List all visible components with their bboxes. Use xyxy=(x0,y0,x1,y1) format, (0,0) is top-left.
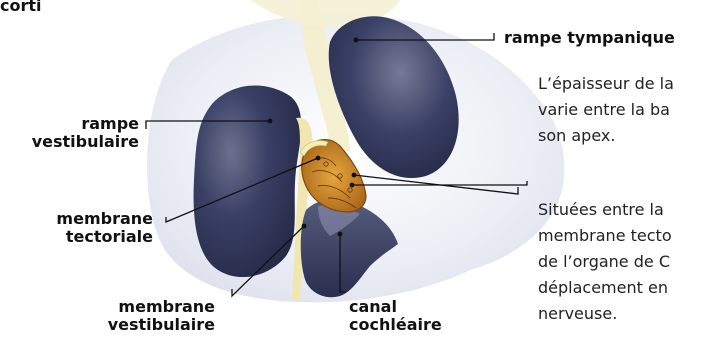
rampe-vestibulaire-chamber xyxy=(194,86,302,278)
label-membrane-tectoriale-line2: tectoriale xyxy=(66,228,153,246)
label-rampe-vestibulaire-line2: vestibulaire xyxy=(32,133,139,151)
label-canal-cochleaire-line1: canal xyxy=(349,298,397,316)
label-membrane-tectoriale-line1: membrane xyxy=(56,210,153,228)
desc-situees-line4: déplacement en xyxy=(538,276,668,300)
desc-situees-line1: Situées entre la xyxy=(538,198,664,222)
label-rampe-vestibulaire-line1: rampe xyxy=(81,115,139,133)
label-rampe-tympanique: rampe tympanique xyxy=(504,29,675,47)
desc-situees-line5: nerveuse. xyxy=(538,302,617,326)
label-corti: corti xyxy=(0,0,42,15)
label-canal-cochleaire-line2: cochléaire xyxy=(349,316,442,334)
label-membrane-vestibulaire-line1: membrane xyxy=(118,298,215,316)
desc-epaisseur-line2: varie entre la ba xyxy=(538,98,670,122)
desc-situees-line3: de l’organe de C xyxy=(538,250,670,274)
desc-epaisseur-line3: son apex. xyxy=(538,124,615,148)
desc-situees-line2: membrane tecto xyxy=(538,224,672,248)
label-membrane-vestibulaire-line2: vestibulaire xyxy=(108,316,215,334)
desc-epaisseur-line1: L’épaisseur de la xyxy=(538,72,674,96)
